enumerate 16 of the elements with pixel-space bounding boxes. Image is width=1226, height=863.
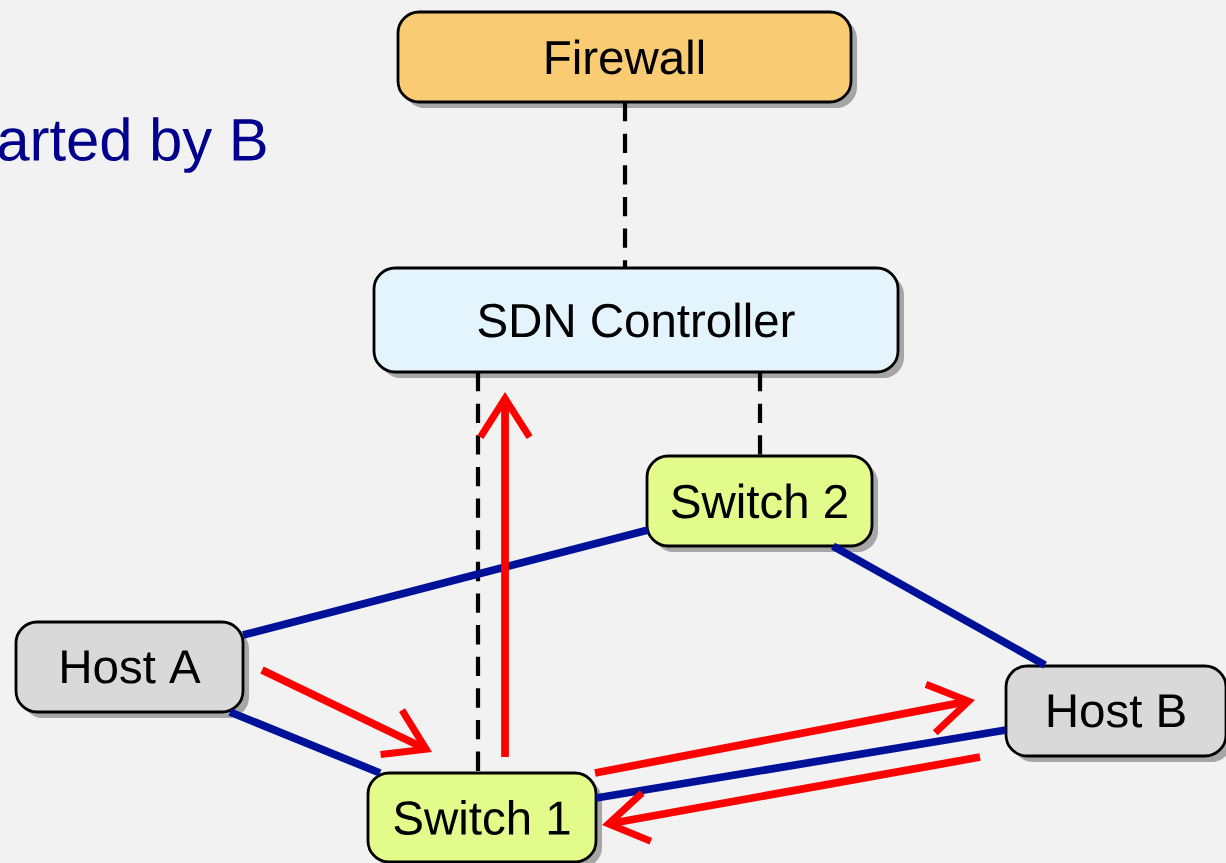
link bbox=[228, 708, 382, 777]
arrow bbox=[594, 681, 975, 777]
control-link bbox=[475, 372, 481, 773]
arrow bbox=[260, 666, 432, 759]
switch-box: Switch 2 bbox=[645, 454, 878, 552]
link bbox=[242, 526, 649, 639]
control-link bbox=[622, 102, 628, 268]
switch-box: Switch 1 bbox=[366, 771, 602, 863]
link bbox=[595, 726, 1007, 802]
link bbox=[831, 542, 1047, 669]
host-box: Host A bbox=[14, 620, 249, 718]
controller-box: SDN Controller bbox=[372, 266, 904, 378]
host-box: Host B bbox=[1004, 664, 1226, 762]
control-link bbox=[757, 372, 763, 456]
arrow bbox=[602, 753, 981, 845]
firewall-box: Firewall bbox=[396, 10, 857, 108]
